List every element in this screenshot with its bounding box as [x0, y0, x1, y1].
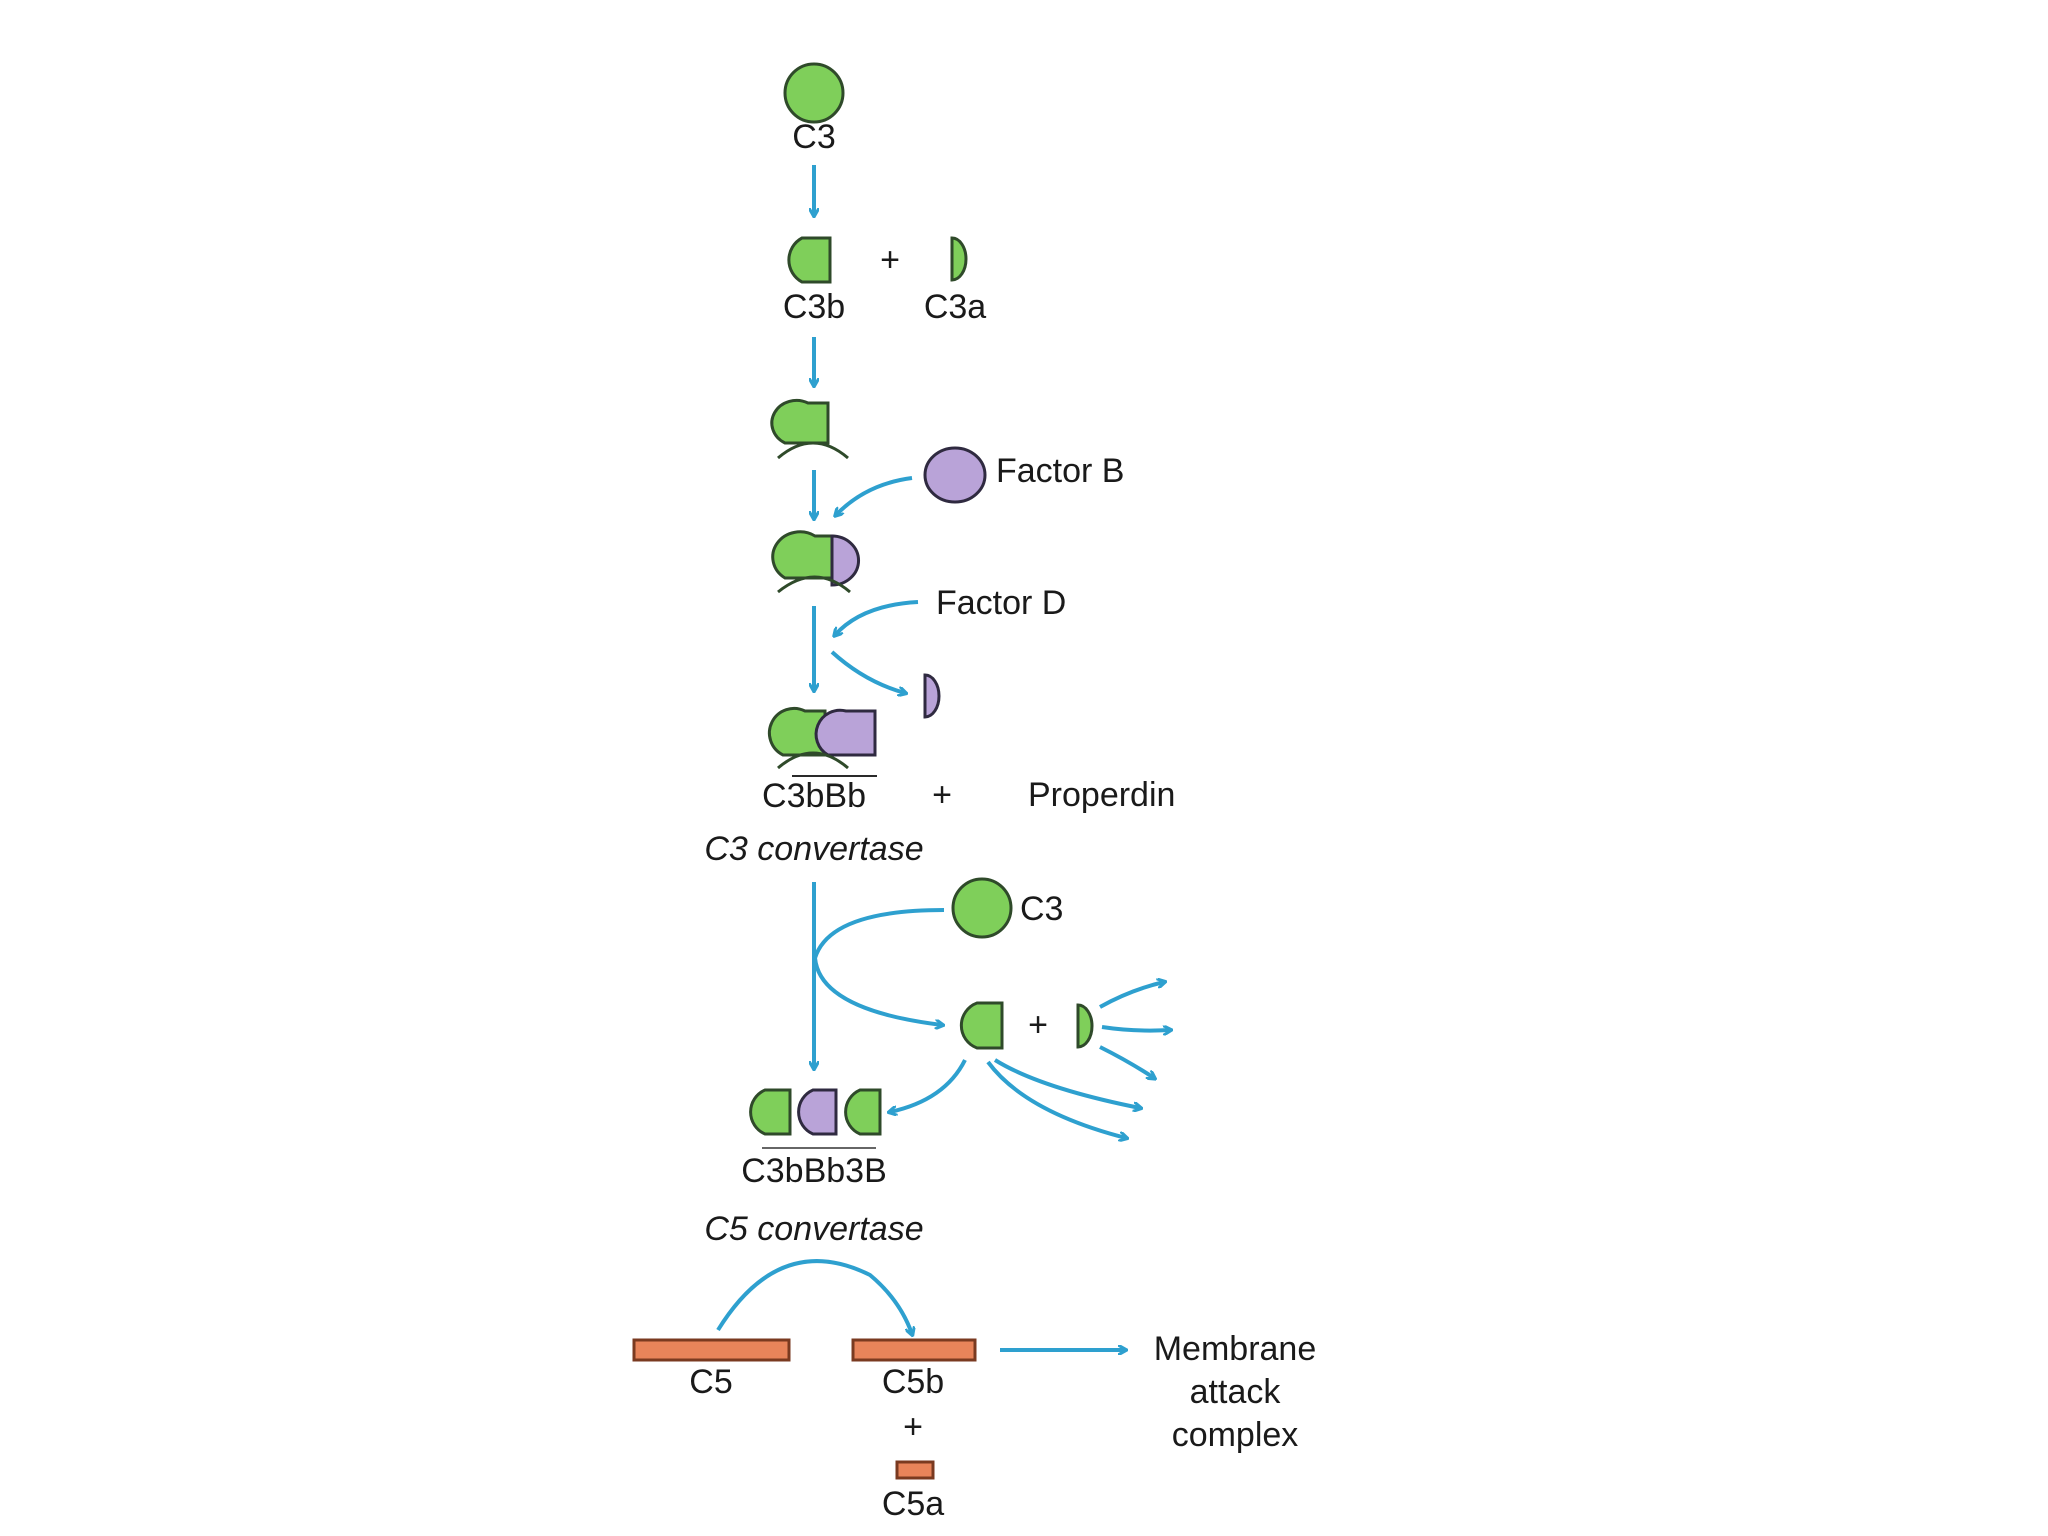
arrow-c5-cleavage — [716, 1259, 912, 1334]
arrow-factor-d-in — [835, 600, 919, 635]
c3-mid-label: C3 — [1020, 890, 1063, 928]
plus-properdin: + — [932, 776, 952, 814]
c3bbb3b-bb-part — [797, 1088, 838, 1136]
plus-c3b-c3a: + — [880, 241, 900, 279]
c3-convertase-label: C3 convertase — [704, 830, 923, 868]
arrow-c3a-release-3 — [1099, 1045, 1154, 1078]
c5-convertase-label: C5 convertase — [704, 1210, 923, 1248]
membrane-surface-2 — [777, 575, 851, 594]
c5b-bar — [851, 1338, 977, 1362]
factor-b-molecule — [923, 446, 987, 504]
c3-molecule-top — [783, 62, 845, 124]
ba-fragment — [923, 673, 941, 719]
c3bbb3b-label: C3bBb3B — [741, 1152, 887, 1190]
arrow-c3b-disperse-1 — [993, 1058, 1140, 1108]
c3a-label: C3a — [924, 288, 986, 326]
arrow-ba-release — [830, 650, 905, 693]
mac-label-line3: complex — [1172, 1416, 1299, 1454]
c3bbb-bb-part — [814, 708, 877, 757]
c3-top-label: C3 — [792, 118, 835, 156]
c5b-label: C5b — [882, 1363, 944, 1401]
c3b-fragment-mid — [959, 1001, 1004, 1050]
c3bbb3b-c3b-second-part — [844, 1088, 882, 1136]
mac-label-line1: Membrane — [1154, 1330, 1317, 1368]
c3b-fragment — [787, 236, 832, 284]
factor-d-label: Factor D — [936, 584, 1066, 622]
properdin-label: Properdin — [1028, 776, 1175, 814]
c3bb-c3b-part — [771, 530, 834, 580]
c5-bar — [632, 1338, 791, 1362]
factor-b-label: Factor B — [996, 452, 1124, 490]
arrow-c3b-to-complex — [890, 1059, 967, 1112]
membrane-surface-1 — [777, 441, 849, 460]
c3bbb-label: C3bBb — [762, 777, 866, 815]
c3bbb3b-c3b-part — [749, 1088, 792, 1136]
c3b-label: C3b — [783, 288, 845, 326]
c3a-fragment-mid — [1076, 1003, 1094, 1049]
c5a-label: C5a — [882, 1485, 944, 1523]
c3bbb-c3b-part — [767, 706, 827, 757]
mac-label-line2: attack — [1190, 1373, 1282, 1411]
plus-mid: + — [1028, 1006, 1048, 1044]
arrow-c3a-release-1 — [1099, 982, 1164, 1009]
c3b-bound-fragment — [770, 398, 830, 445]
c3a-fragment — [950, 236, 968, 282]
c3bb-factor-b-part — [830, 534, 861, 587]
arrow-factor-b-in — [836, 476, 913, 515]
membrane-surface-3 — [777, 751, 849, 770]
arrow-c3a-release-2 — [1101, 1027, 1170, 1031]
arrow-c3-cleavage — [812, 908, 944, 1025]
c3-molecule-mid — [951, 877, 1013, 939]
c5a-bar — [895, 1460, 935, 1480]
c5-label: C5 — [689, 1363, 732, 1401]
plus-c5: + — [903, 1408, 923, 1446]
arrow-c3b-disperse-2 — [986, 1060, 1126, 1138]
